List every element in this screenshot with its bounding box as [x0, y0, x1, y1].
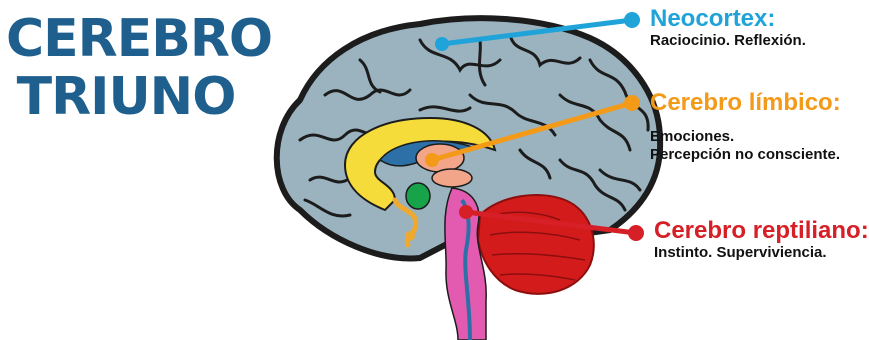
neocortex-desc: Raciocinio. Reflexión. — [650, 32, 806, 50]
cerebellum — [478, 195, 594, 294]
midbrain — [432, 169, 472, 187]
limbic-name: Cerebro límbico: — [650, 90, 841, 116]
neocortex-name: Neocortex: — [650, 6, 806, 32]
reptilian-name: Cerebro reptiliano: — [654, 218, 869, 244]
limbic-desc-1: Emociones. — [650, 128, 841, 146]
limbic-node — [405, 231, 415, 241]
limbic-desc-2: Percepción no consciente. — [650, 146, 841, 164]
limbic-callout: Cerebro límbico: Emociones. Percepción n… — [650, 90, 841, 164]
amygdala — [406, 183, 430, 209]
reptilian-desc: Instinto. Superviviencia. — [654, 244, 869, 262]
reptilian-callout: Cerebro reptiliano: Instinto. Supervivie… — [654, 218, 869, 262]
neocortex-callout: Neocortex: Raciocinio. Reflexión. — [650, 6, 806, 50]
